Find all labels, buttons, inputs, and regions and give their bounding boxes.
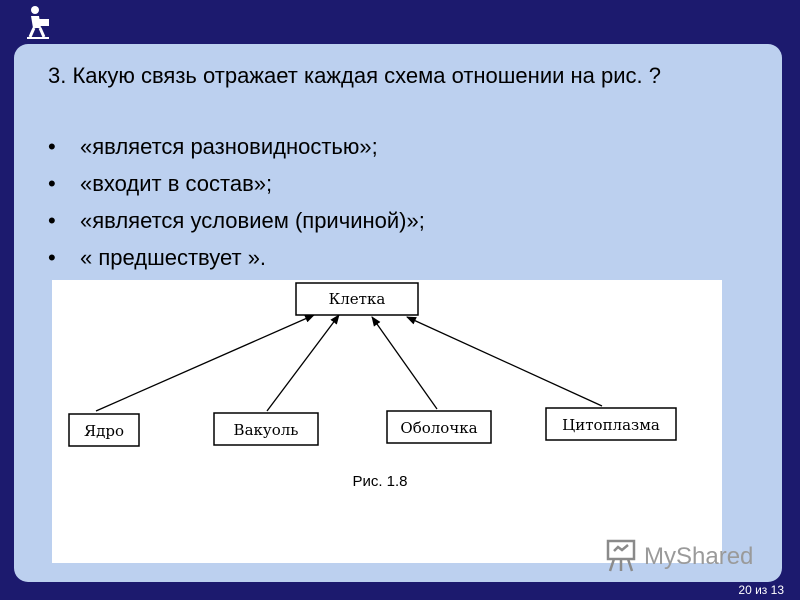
page-number: 20 из 13 — [738, 583, 784, 597]
diagram-node-label: Ядро — [84, 422, 124, 440]
watermark-text: MyShared — [644, 543, 753, 570]
question-text: 3. Какую связь отражает каждая схема отн… — [48, 63, 661, 88]
diagram-node-label: Клетка — [329, 290, 386, 308]
diagram-node — [68, 413, 140, 447]
diagram-arrow — [406, 316, 603, 407]
diagram-arrow — [371, 316, 438, 410]
bullet-list: •«является разновидностью»; •«входит в с… — [48, 132, 425, 280]
diagram-node-root — [295, 282, 419, 316]
bullet-item: •«является разновидностью»; — [48, 134, 378, 159]
figure-caption: Рис. 1.8 — [352, 473, 407, 490]
presentation-board-icon — [606, 539, 636, 572]
diagram-arrow — [95, 314, 315, 412]
diagram-node-label: Цитоплазма — [562, 416, 660, 434]
bullet-item: •« предшествует ». — [48, 245, 267, 270]
bullet-item: •«входит в состав»; — [48, 171, 273, 196]
diagram-node — [213, 412, 319, 446]
diagram-figure: Клетка Ядро Вакуоль Оболочка Цитоплазма … — [52, 280, 722, 563]
diagram-node — [386, 410, 492, 444]
diagram-arrow — [266, 314, 340, 412]
bullet-item: •«является условием (причиной)»; — [48, 208, 425, 233]
diagram-node-label: Оболочка — [400, 419, 477, 437]
diagram-node — [545, 407, 677, 441]
reading-person-icon — [27, 6, 49, 39]
diagram-node-label: Вакуоль — [234, 421, 299, 439]
watermark: MyShared — [606, 539, 753, 572]
